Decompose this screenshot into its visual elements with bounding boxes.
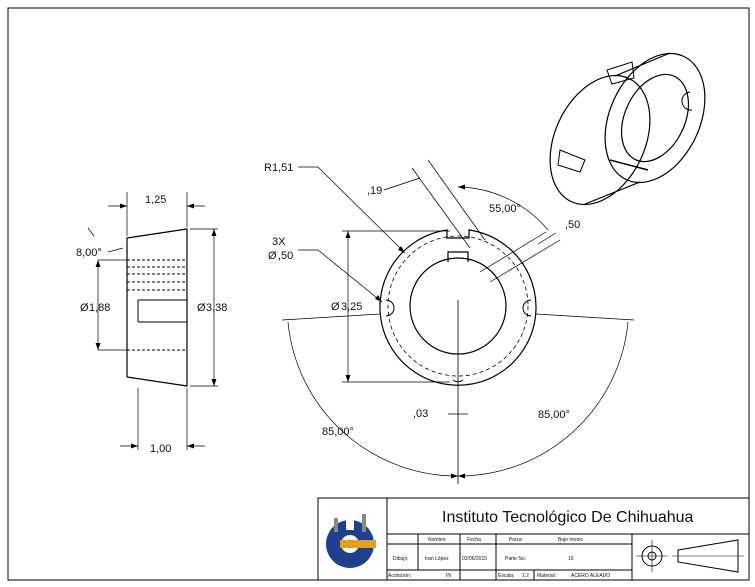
dim-offset: ,03 — [413, 408, 428, 420]
institution-logo — [326, 510, 376, 568]
front-view — [281, 159, 635, 484]
dim-radius: R1,51 — [264, 162, 293, 174]
col-pieza: Pieza: — [509, 537, 523, 543]
dim-diameter-symbol: Ø — [331, 301, 340, 313]
title-block — [317, 497, 750, 581]
acotacion-value: IN — [446, 573, 451, 579]
institution-name: Instituto Tecnológico De Chihuahua — [442, 509, 694, 526]
dibujo-date: 02/06/2015 — [462, 556, 487, 562]
side-view-outline — [126, 228, 188, 387]
dim-dia-center: 3,25 — [341, 301, 362, 313]
acotacion-label: Acotación: — [388, 573, 411, 579]
pieza-value: Buje motriz — [558, 537, 584, 543]
dim-diameter-symbol: Ø — [80, 302, 89, 314]
dim-keyway-width: ,50 — [565, 219, 580, 231]
dim-angle-top: 55,00° — [489, 203, 521, 215]
col-fecha: Fecha — [467, 537, 481, 543]
dim-diameter-symbol: Ø — [197, 302, 206, 314]
material-value: ACERO ALEADO — [571, 573, 610, 579]
dibujo-name: Iran López — [425, 556, 449, 562]
dim-diameter-symbol: Ø — [268, 250, 277, 262]
dim-holes-count: 3X — [272, 236, 286, 248]
material-label: Material: — [537, 573, 556, 579]
dim-keyway-thk: ,19 — [367, 185, 382, 197]
escala-label: Escala: — [498, 573, 514, 579]
sheet-border — [7, 7, 750, 581]
dim-dia-outer-left: 3,38 — [206, 302, 227, 314]
escala-value: 1:2 — [522, 573, 529, 579]
side-view — [87, 192, 218, 450]
dim-angle-right: 85,00° — [538, 409, 570, 421]
dim-dia-inner-left: 1,88 — [89, 302, 110, 314]
isometric-view — [549, 52, 706, 206]
dim-width-bottom: 1,00 — [150, 443, 171, 455]
dibujo-label: Dibujó: — [393, 556, 409, 562]
front-view-outline — [379, 229, 537, 386]
dim-width-top: 1,25 — [145, 194, 166, 206]
parte-label: Parte No. — [505, 556, 526, 562]
dim-holes-dia: ,50 — [278, 250, 293, 262]
dim-angle-left: 85,00° — [322, 426, 354, 438]
col-nombre: Nombre — [428, 537, 446, 543]
parte-value: 16 — [568, 556, 574, 562]
dim-angle-taper: 8,00° — [76, 247, 102, 259]
